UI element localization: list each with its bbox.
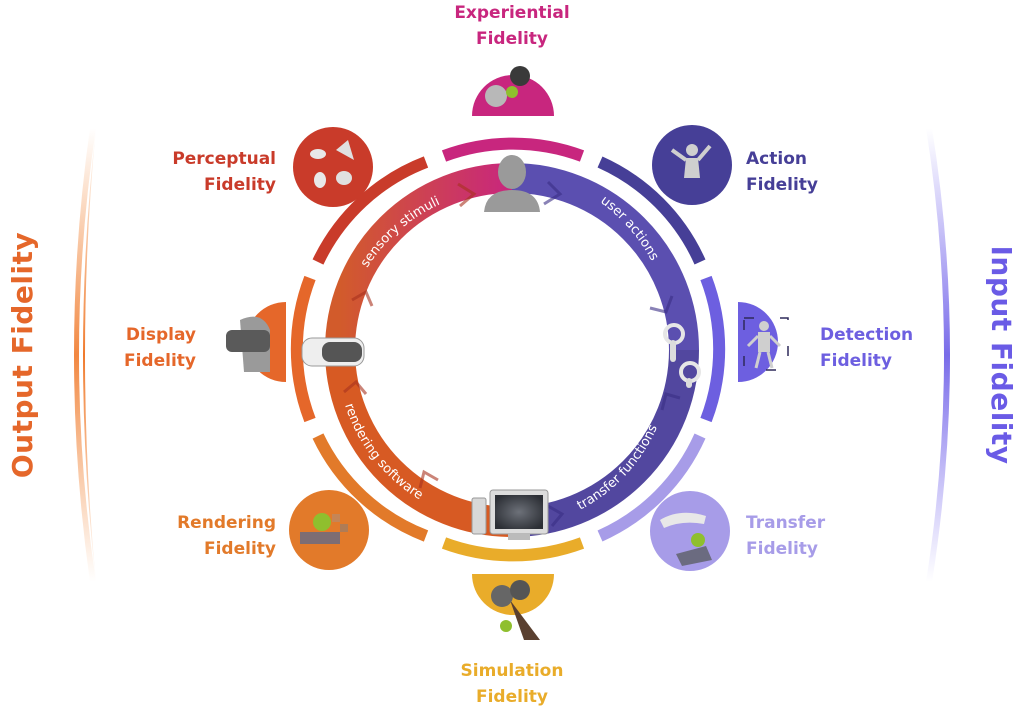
svg-text:Rendering: Rendering bbox=[177, 513, 276, 533]
user-node-label: USER bbox=[493, 228, 532, 243]
svg-text:Fidelity: Fidelity bbox=[476, 29, 548, 49]
output-fidelity-label: Output Fidelity bbox=[6, 232, 39, 478]
vr-controllers-icon bbox=[663, 323, 701, 388]
svg-text:Fidelity: Fidelity bbox=[204, 175, 276, 195]
svg-text:Fidelity: Fidelity bbox=[746, 539, 818, 559]
svg-text:Fidelity: Fidelity bbox=[204, 539, 276, 559]
svg-text:Fidelity: Fidelity bbox=[746, 175, 818, 195]
output-devices-line2: DEVICES bbox=[383, 355, 445, 370]
tree-apple-icon bbox=[491, 580, 540, 640]
body-tracking-icon bbox=[743, 317, 789, 371]
rendering-fidelity: Rendering Fidelity bbox=[177, 490, 369, 570]
input-side-glow bbox=[926, 128, 950, 582]
input-devices-line2: DEVICES bbox=[581, 355, 643, 370]
hand-object-icon bbox=[660, 512, 712, 566]
outer-ring bbox=[290, 137, 726, 562]
display-fidelity: Display Fidelity bbox=[124, 302, 286, 382]
svg-text:Fidelity: Fidelity bbox=[820, 351, 892, 371]
perceptual-fidelity: Perceptual Fidelity bbox=[172, 127, 373, 207]
computer-monitor-icon bbox=[471, 489, 549, 540]
svg-text:Transfer: Transfer bbox=[746, 513, 826, 533]
headset-head-icon bbox=[226, 316, 270, 372]
transfer-fidelity: Transfer Fidelity bbox=[650, 491, 826, 571]
detection-fidelity: Detection Fidelity bbox=[738, 302, 913, 382]
simulation-fidelity: Simulation Fidelity bbox=[461, 574, 564, 707]
apple-pixels-icon bbox=[300, 513, 348, 544]
output-side-glow bbox=[74, 128, 96, 582]
svg-text:Display: Display bbox=[126, 325, 196, 345]
loop-chevrons bbox=[343, 180, 681, 527]
svg-text:Fidelity: Fidelity bbox=[124, 351, 196, 371]
svg-text:Experiential: Experiential bbox=[454, 3, 569, 23]
input-devices-line1: INPUT bbox=[590, 335, 635, 350]
user-mind-icon bbox=[485, 66, 530, 107]
output-devices-line1: OUTPUT bbox=[384, 335, 444, 350]
svg-text:Detection: Detection bbox=[820, 325, 913, 345]
experiential-fidelity: Experiential Fidelity bbox=[454, 3, 570, 116]
senses-icon bbox=[310, 140, 354, 188]
computer-node-label: COMPUTER bbox=[467, 469, 548, 484]
vr-headset-icon bbox=[301, 337, 365, 367]
svg-text:Simulation: Simulation bbox=[461, 661, 564, 681]
svg-text:Action: Action bbox=[746, 149, 807, 169]
svg-text:Fidelity: Fidelity bbox=[476, 687, 548, 707]
person-action-icon bbox=[670, 144, 712, 178]
svg-text:Perceptual: Perceptual bbox=[172, 149, 276, 169]
action-fidelity: Action Fidelity bbox=[652, 125, 818, 205]
input-fidelity-label: Input Fidelity bbox=[985, 245, 1018, 464]
user-silhouette-icon bbox=[484, 155, 540, 212]
